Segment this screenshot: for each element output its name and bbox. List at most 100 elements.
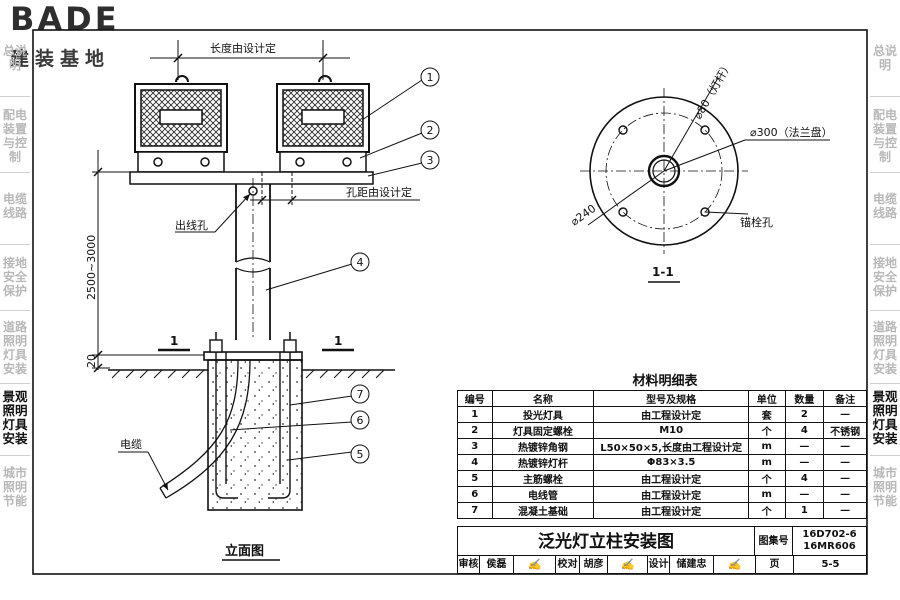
sheet-frame	[32, 29, 868, 575]
anchor-hole-label: 锚栓孔	[740, 215, 773, 229]
cell: L50×50×5,长度由工程设计定	[593, 438, 749, 455]
design-label: 设计	[648, 556, 670, 573]
brand-name: BADE	[10, 0, 120, 38]
left-tab-grounding[interactable]: 接地安全保护	[2, 256, 27, 298]
dim-base-label: 20	[85, 354, 98, 368]
dim-length-label: 长度由设计定	[210, 41, 276, 55]
dim-hole-label: 孔距由设计定	[346, 185, 412, 199]
left-tab-landscape-lighting[interactable]: 景观照明灯具安装	[2, 389, 28, 446]
cell: 混凝土基础	[491, 502, 595, 519]
callouts	[229, 67, 440, 464]
left-tab-general[interactable]: 总说明	[2, 44, 27, 72]
cell: 由工程设计定	[593, 486, 749, 503]
callout-2: 2	[427, 124, 434, 137]
cell: 1	[457, 406, 493, 423]
outlet-hole-label: 出线孔	[175, 218, 208, 232]
header-spec: 型号及规格	[593, 390, 749, 407]
cell: —	[823, 438, 867, 455]
review-signature: ✍	[514, 556, 556, 573]
cell: 由工程设计定	[593, 470, 749, 487]
page-label: 页	[756, 556, 794, 573]
review-name: 侯磊	[480, 556, 514, 573]
header-unit: 单位	[747, 390, 786, 407]
right-tab-distribution[interactable]: 配电装置与控制	[872, 108, 897, 164]
table-header-row: 编号 名称 型号及规格 单位 数量 备注	[457, 390, 867, 407]
left-tab-road-lighting[interactable]: 道路照明灯具安装	[2, 320, 27, 376]
dim-height-label: 2500~3000	[85, 235, 98, 300]
review-label: 审核	[458, 556, 480, 573]
cell: 3	[457, 438, 493, 455]
floodlight-right	[276, 75, 370, 173]
materials-table: 编号 名称 型号及规格 单位 数量 备注 1 投光灯具 由工程设计定 套 2 —…	[457, 390, 867, 519]
table-row: 7 混凝土基础 由工程设计定 个 1 —	[457, 502, 867, 519]
floodlight-left	[134, 75, 228, 173]
cell: 4	[784, 422, 825, 439]
drawing-title: 泛光灯立柱安装图	[457, 526, 755, 556]
right-tab-landscape-lighting[interactable]: 景观照明灯具安装	[872, 389, 898, 446]
atlas-label: 图集号	[755, 526, 793, 556]
header-name: 名称	[491, 390, 595, 407]
table-row: 3 热镀锌角钢 L50×50×5,长度由工程设计定 m — —	[457, 438, 867, 455]
cell: Φ83×3.5	[593, 454, 749, 471]
callout-6: 6	[357, 414, 364, 427]
left-tab-distribution[interactable]: 配电装置与控制	[2, 108, 27, 164]
pole	[235, 178, 271, 340]
cell: 投光灯具	[491, 406, 595, 423]
cell: 热镀锌角钢	[491, 438, 595, 455]
right-tab-energy-saving[interactable]: 城市照明节能	[872, 466, 897, 508]
cell: 电线管	[491, 486, 595, 503]
cell: M10	[593, 422, 749, 439]
callout-7-circle	[350, 384, 370, 404]
cell: 由工程设计定	[593, 502, 749, 519]
cell: m	[747, 486, 786, 503]
header-no: 编号	[457, 390, 493, 407]
section-mark-left: 1	[170, 334, 178, 348]
cell: —	[823, 470, 867, 487]
design-signature: ✍	[714, 556, 756, 573]
cell: 主筋螺栓	[491, 470, 595, 487]
atlas-number-2: 16MR606	[803, 541, 856, 552]
section-title: 1-1	[652, 265, 674, 279]
header-qty: 数量	[784, 390, 825, 407]
title-block: 泛光灯立柱安装图 图集号 16D702-6 16MR606 审核 侯磊 ✍ 校对…	[457, 526, 867, 574]
callout-6-circle	[350, 410, 370, 430]
left-tab-cable[interactable]: 电缆线路	[2, 192, 27, 220]
table-row: 5 主筋螺栓 由工程设计定 个 4 —	[457, 470, 867, 487]
bolt-circle-label: ⌀240	[568, 202, 598, 228]
section-mark-right: 1	[334, 334, 342, 348]
callout-1: 1	[427, 71, 434, 84]
materials-title: 材料明细表	[632, 374, 698, 389]
right-tab-cable[interactable]: 电缆线路	[872, 192, 897, 220]
check-label: 校对	[556, 556, 580, 573]
check-name: 胡彦	[580, 556, 608, 573]
cell: —	[823, 502, 867, 519]
cell: 套	[747, 406, 786, 423]
cell: m	[747, 438, 786, 455]
cell: 个	[747, 502, 786, 519]
table-row: 6 电线管 由工程设计定 m — —	[457, 486, 867, 503]
cell: 5	[457, 470, 493, 487]
page-number: 5-5	[821, 559, 840, 570]
cell: 4	[784, 470, 825, 487]
cell: 灯具固定螺栓	[491, 422, 595, 439]
callout-7: 7	[357, 388, 364, 401]
right-tab-general[interactable]: 总说明	[872, 44, 897, 72]
table-row: 2 灯具固定螺栓 M10 个 4 不锈钢	[457, 422, 867, 439]
cell: 2	[457, 422, 493, 439]
callout-4: 4	[357, 256, 364, 269]
left-tab-energy-saving[interactable]: 城市照明节能	[2, 466, 27, 508]
callout-5: 5	[357, 448, 364, 461]
cell: 个	[747, 470, 786, 487]
check-signature: ✍	[608, 556, 648, 573]
signature-row: 审核 侯磊 ✍ 校对 胡彦 ✍ 设计 储建忠 ✍ 页 5-5	[457, 556, 867, 574]
concrete-foundation	[207, 359, 303, 511]
atlas-number: 16D702-6 16MR606	[793, 526, 867, 556]
cell: —	[823, 486, 867, 503]
cable-label: 电缆	[120, 438, 142, 451]
right-tab-road-lighting[interactable]: 道路照明灯具安装	[872, 320, 897, 376]
right-tab-grounding[interactable]: 接地安全保护	[872, 256, 897, 298]
cell: 6	[457, 486, 493, 503]
cell: 由工程设计定	[593, 406, 749, 423]
callout-5-circle	[350, 444, 370, 464]
